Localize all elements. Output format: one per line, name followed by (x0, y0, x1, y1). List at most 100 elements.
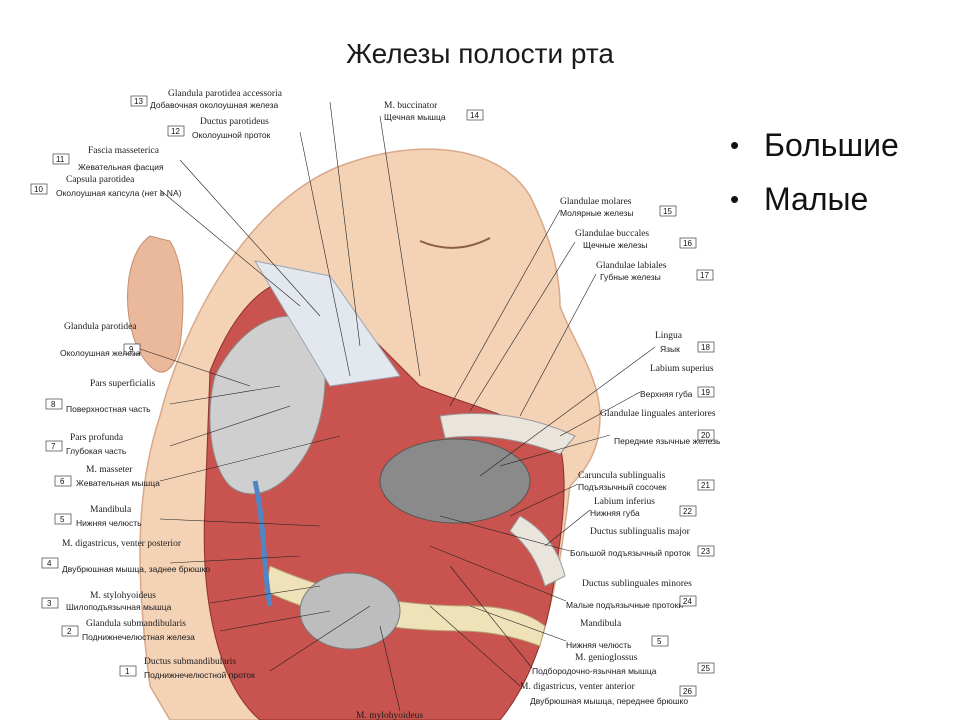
bullet-text: Большие (764, 127, 899, 163)
callout-4: 4 M. digastricus, venter posterior Двубр… (41, 539, 301, 574)
blood-vessel (252, 480, 273, 607)
svg-text:Pars superficialis: Pars superficialis (90, 378, 155, 389)
svg-text:14: 14 (470, 111, 479, 120)
bullet-item: • Малые (730, 172, 899, 226)
svg-text:M. buccinator: M. buccinator (384, 101, 438, 111)
submandibular-gland (299, 572, 401, 650)
svg-text:Glandulae molares: Glandulae molares (560, 197, 632, 207)
svg-text:25: 25 (701, 664, 710, 673)
svg-text:Mandibula: Mandibula (580, 619, 622, 629)
callout-8: 8 Pars superficialis Поверхностная часть (45, 378, 281, 414)
callout-24: Ductus sublinguales minores Малые подъяз… (429, 545, 697, 610)
svg-text:22: 22 (683, 507, 692, 516)
callout-21: Caruncula sublingualis Подъязычный сосоч… (509, 471, 715, 517)
svg-text:Передние язычные железы (нет в: Передние язычные железы (нет в NA) (614, 436, 720, 446)
callout-2: 2 Glandula submandibularis Поднижнечелюс… (61, 610, 331, 642)
callout-18: Lingua Язык 18 (479, 331, 715, 477)
svg-text:Язык: Язык (660, 344, 680, 354)
callout-1: 1 Ductus submandibularis Поднижнечелюстн… (119, 605, 371, 680)
svg-text:16: 16 (683, 239, 692, 248)
callout-20: Glandulae linguales anteriores Передние … (499, 409, 720, 467)
callout-10: 10 Capsula parotidea Околоушная капсула … (30, 175, 301, 307)
callout-3: 3 M. stylohyoideus Шилоподъязычная мышца (41, 585, 321, 612)
svg-text:15: 15 (663, 207, 672, 216)
lower-lip (509, 515, 566, 587)
callout-5-right: Mandibula Нижняя челюсть 5 (469, 605, 669, 650)
svg-text:8: 8 (51, 400, 56, 409)
svg-text:Подъязычный сосочек: Подъязычный сосочек (578, 482, 667, 492)
svg-text:Glandulae buccales: Glandulae buccales (575, 229, 649, 239)
bullet-text: Малые (764, 181, 869, 217)
svg-text:Labium inferius: Labium inferius (594, 496, 655, 507)
svg-text:Щечная мышца: Щечная мышца (384, 112, 446, 122)
bullet-dot-icon: • (730, 130, 740, 160)
closed-eye (419, 237, 491, 249)
svg-text:M. stylohyoideus: M. stylohyoideus (90, 591, 156, 601)
bullet-list: • Большие • Малые (730, 118, 899, 226)
callout-12: 12 Ductus parotideus Околоушной проток (167, 117, 351, 377)
svg-text:Lingua: Lingua (655, 331, 683, 341)
svg-text:M. genioglossus: M. genioglossus (575, 653, 638, 663)
callout-6: 6 M. masseter Жевательная мышца (54, 435, 341, 488)
svg-text:11: 11 (56, 155, 65, 164)
svg-text:Labium superius: Labium superius (650, 364, 714, 374)
svg-text:2: 2 (67, 627, 72, 636)
svg-text:Околоушная железа: Околоушная железа (60, 348, 141, 358)
callout-26: M. digastricus, venter anterior Двубрюшн… (429, 605, 697, 706)
bullet-item: • Большие (730, 118, 899, 172)
upper-lip (439, 413, 576, 455)
svg-text:Поднижнечелюстная железа: Поднижнечелюстная железа (82, 632, 195, 642)
callout-14: M. buccinator Щечная мышца 14 (379, 101, 484, 377)
svg-text:12: 12 (171, 127, 180, 136)
svg-text:M. mylohyoideus: M. mylohyoideus (356, 711, 423, 720)
svg-text:Двубрюшная мышца, заднее брюшк: Двубрюшная мышца, заднее брюшко (62, 564, 210, 574)
svg-text:Fascia masseterica: Fascia masseterica (88, 146, 160, 156)
svg-text:M. digastricus, venter posteri: M. digastricus, venter posterior (62, 539, 182, 549)
anatomy-illustration: 13 Glandula parotidea accessoria Добавоч… (30, 89, 720, 720)
svg-text:Ductus sublinguales minores: Ductus sublinguales minores (582, 579, 692, 589)
svg-text:Молярные железы: Молярные железы (560, 208, 634, 218)
svg-text:Glandula parotidea accessoria: Glandula parotidea accessoria (168, 89, 283, 99)
svg-text:18: 18 (701, 343, 710, 352)
right-callouts: M. buccinator Щечная мышца 14 Glandulae … (356, 101, 720, 720)
svg-text:7: 7 (51, 442, 56, 451)
callout-19: Labium superius Верхняя губа 19 (559, 364, 715, 437)
svg-text:5: 5 (657, 637, 662, 646)
callout-13: 13 Glandula parotidea accessoria Добавоч… (130, 89, 361, 347)
bullet-dot-icon: • (730, 184, 740, 214)
svg-text:17: 17 (700, 271, 709, 280)
svg-text:Верхняя губа: Верхняя губа (640, 389, 693, 399)
callout-17: Glandulae labiales Губные железы 17 (519, 261, 714, 417)
svg-text:Ductus sublingualis major: Ductus sublingualis major (590, 527, 691, 537)
svg-text:21: 21 (701, 481, 710, 490)
svg-text:4: 4 (47, 559, 52, 568)
svg-text:Glandulae labiales: Glandulae labiales (596, 261, 667, 271)
callout-22: Labium inferius Нижняя губа 22 (544, 496, 697, 547)
svg-text:Glandula parotidea: Glandula parotidea (64, 322, 137, 332)
svg-text:23: 23 (701, 547, 710, 556)
svg-text:Добавочная околоушная железа: Добавочная околоушная железа (150, 100, 279, 110)
parotid-gland (209, 315, 326, 495)
svg-text:Околоушная капсула (нет в NA): Околоушная капсула (нет в NA) (56, 188, 182, 198)
svg-text:Малые подъязычные протоки: Малые подъязычные протоки (566, 600, 683, 610)
svg-text:Поднижнечелюстной проток: Поднижнечелюстной проток (144, 670, 255, 680)
svg-text:Околоушной проток: Околоушной проток (192, 130, 271, 140)
svg-text:Capsula parotidea: Capsula parotidea (66, 175, 135, 185)
svg-text:M. masseter: M. masseter (86, 465, 133, 475)
svg-text:Жевательная мышца: Жевательная мышца (76, 478, 160, 488)
svg-text:Двубрюшная мышца, переднее брю: Двубрюшная мышца, переднее брюшко (530, 696, 688, 706)
svg-text:M. digastricus, venter anterio: M. digastricus, venter anterior (520, 682, 636, 692)
svg-text:6: 6 (60, 477, 65, 486)
svg-text:Glandulae linguales anteriores: Glandulae linguales anteriores (600, 409, 716, 419)
svg-text:Нижняя челюсть: Нижняя челюсть (566, 640, 632, 650)
svg-text:20: 20 (701, 431, 710, 440)
callout-5: 5 Mandibula Нижняя челюсть (54, 505, 321, 528)
callout-11: 11 Fascia masseterica Жевательная фасция (52, 146, 321, 317)
callout-15: Glandulae molares Молярные железы 15 (449, 197, 677, 407)
svg-text:Шилоподъязычная мышца: Шилоподъязычная мышца (66, 602, 172, 612)
svg-text:Подбородочно-язычная мышца: Подбородочно-язычная мышца (532, 666, 657, 676)
svg-text:Поверхностная часть: Поверхностная часть (66, 404, 151, 414)
svg-text:Mandibula: Mandibula (90, 505, 132, 515)
svg-text:13: 13 (134, 97, 143, 106)
svg-text:Жевательная фасция: Жевательная фасция (78, 162, 164, 172)
